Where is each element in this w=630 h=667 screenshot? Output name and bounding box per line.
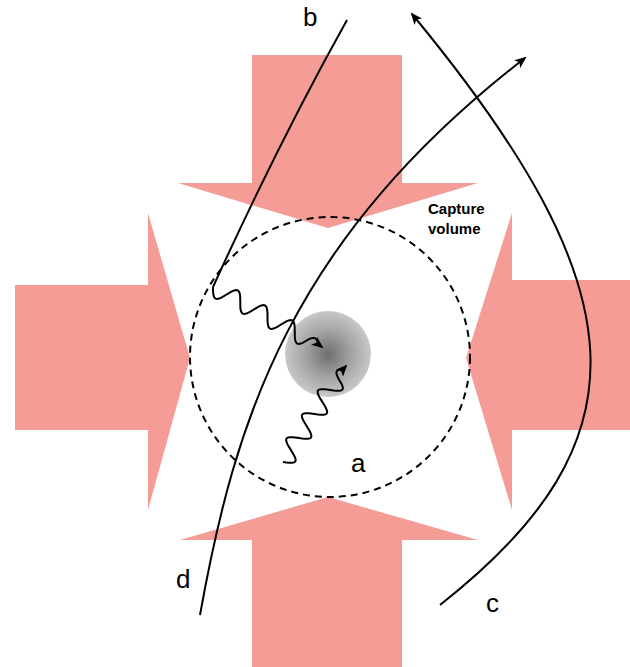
dashed-circle	[190, 217, 470, 497]
callout-letter: d	[176, 566, 190, 592]
beam-arrowhead	[148, 213, 190, 510]
atom-trajectory	[200, 58, 525, 615]
laser-beam	[15, 285, 150, 430]
region-label: Capture volume	[428, 199, 504, 238]
capture-volume: Capture volume	[180, 185, 510, 507]
laser-beam	[252, 55, 402, 185]
atom-cloud	[285, 311, 371, 397]
atom-trajectory	[412, 14, 591, 605]
laser-beam	[252, 538, 402, 667]
callout-letter: a	[351, 450, 365, 476]
atom-trajectory	[213, 20, 347, 287]
photon-wave	[283, 366, 346, 463]
callout-letter: b	[303, 4, 317, 30]
laser-beam	[510, 280, 630, 430]
beam-arrowhead	[466, 213, 512, 510]
photon-wave	[213, 287, 322, 347]
callout-letter: c	[486, 590, 499, 616]
